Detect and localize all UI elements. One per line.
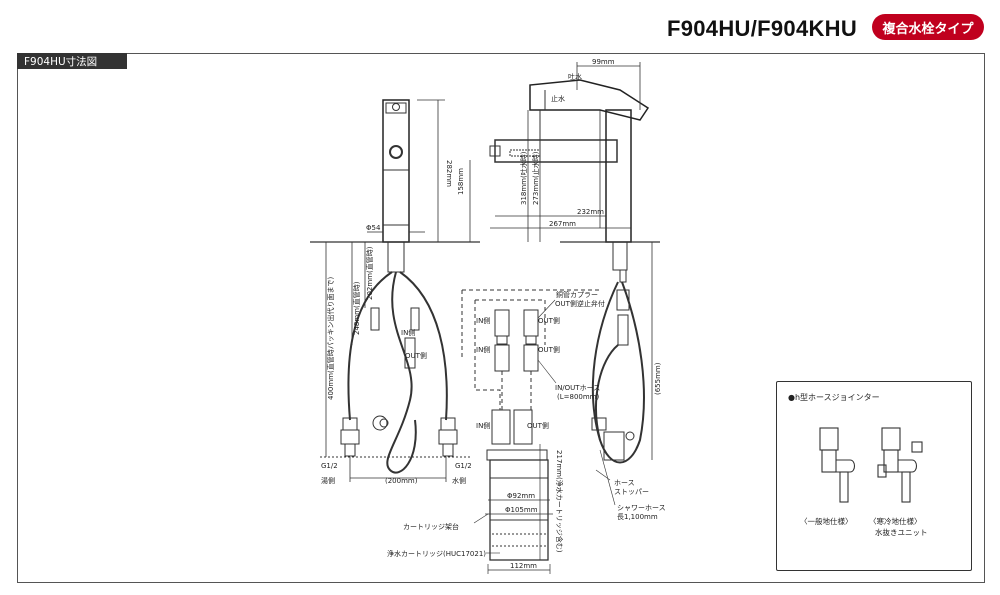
label-cartridge: 浄水カートリッジ(HUC17021): [387, 549, 486, 558]
label-hose-stopper-2: ストッパー: [614, 488, 649, 496]
dim-phi54: Φ54: [366, 224, 381, 232]
dim-400: 400mm(直管時パッキン出代り面まで): [326, 276, 335, 400]
leader-lines: [473, 299, 616, 554]
dim-112: 112mm: [510, 562, 537, 570]
label-hose-stopper-1: ホース: [614, 479, 635, 487]
label-shower-hose-len: 長1,100mm: [617, 513, 658, 521]
dim-282: 282mm: [445, 160, 453, 187]
label-g-right: G1/2: [455, 462, 472, 470]
front-view-faucet: [310, 99, 480, 474]
dim-99: 99mm: [592, 58, 615, 66]
dim-158: 158mm: [457, 168, 465, 195]
dim-232: 232mm: [577, 208, 604, 216]
drawing-frame: [17, 53, 985, 583]
dim-273: 273mm(止水時): [531, 151, 540, 205]
label-hot-side: 湯側: [321, 476, 335, 485]
label-in-side-1: IN側: [476, 316, 490, 325]
label-spout-water: 吐水: [568, 72, 582, 81]
cartridge-assembly: [461, 289, 600, 574]
inset-right-caption-2: 水抜きユニット: [875, 527, 928, 537]
label-shower-hose: シャワーホース: [617, 504, 666, 512]
label-cold-side: 水側: [452, 476, 466, 485]
label-hose-length: (L=800mm): [557, 393, 599, 401]
label-g-left: G1/2: [321, 462, 338, 470]
label-cartridge-stand: カートリッジ架台: [403, 522, 459, 531]
model-title: F904HU/F904KHU: [667, 16, 858, 41]
inset-left-caption: 〈一般地仕様〉: [800, 516, 853, 526]
side-view-faucet: [489, 79, 660, 464]
label-in-side-3: IN側: [476, 421, 490, 430]
dim-248: 248mm(直管時): [352, 281, 361, 335]
panel-label: F904HU寸法図: [17, 53, 127, 69]
side-view-dimensions: [469, 62, 653, 460]
label-check-valve: OUT側逆止弁付: [555, 299, 605, 308]
label-out-side-1: OUT側: [538, 316, 560, 325]
dim-318: 318mm(吐水時): [519, 151, 528, 205]
inset-title: ●h型ホースジョインター: [788, 393, 880, 402]
dim-217: 217mm(浄水カートリッジ含む): [555, 450, 564, 553]
type-badge: 複合水栓タイプ: [872, 14, 984, 40]
label-out-side-hot: OUT側: [405, 351, 427, 360]
dim-202: 202mm(直管時): [365, 246, 374, 300]
front-view-dimensions: [325, 99, 447, 482]
label-out-side-2: OUT側: [538, 345, 560, 354]
label-out-side-3: OUT側: [527, 421, 549, 430]
label-coupler: 銅管カプラー: [556, 290, 598, 299]
hose-jointer-drawings: [819, 427, 923, 503]
dim-200: (200mm): [385, 477, 418, 485]
dim-655: (655mm): [654, 362, 662, 395]
hose-jointer-inset: [776, 381, 972, 571]
dim-phi105: Φ105mm: [505, 506, 538, 514]
inset-right-caption-1: 〈寒冷地仕様〉: [869, 516, 922, 526]
label-in-side-hot: IN側: [401, 328, 415, 337]
label-stop-water: 止水: [551, 94, 565, 103]
dim-phi92: Φ92mm: [507, 492, 535, 500]
label-in-side-2: IN側: [476, 345, 490, 354]
dim-267: 267mm: [549, 220, 576, 228]
label-inout-hose: IN/OUTホース: [555, 384, 600, 392]
